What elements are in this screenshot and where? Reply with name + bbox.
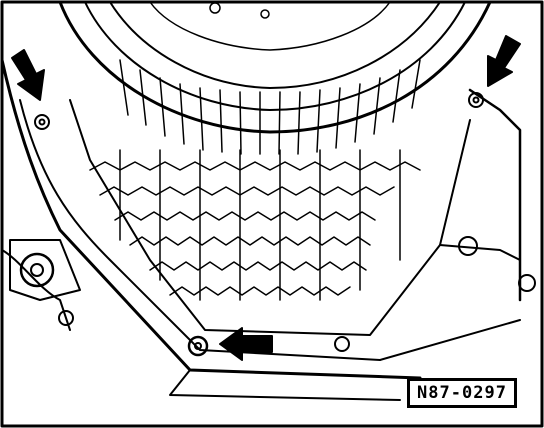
arrow-down-right-icon: [11, 49, 45, 101]
fasteners: [9, 92, 536, 357]
arrow-down-left-icon: [487, 35, 521, 87]
blower-wheel: [58, 0, 492, 155]
housing-body: [0, 58, 522, 401]
resistor-grid: [89, 149, 421, 301]
arrow-left-icon: [219, 327, 273, 361]
reference-code-label: N87-0297: [407, 378, 517, 408]
